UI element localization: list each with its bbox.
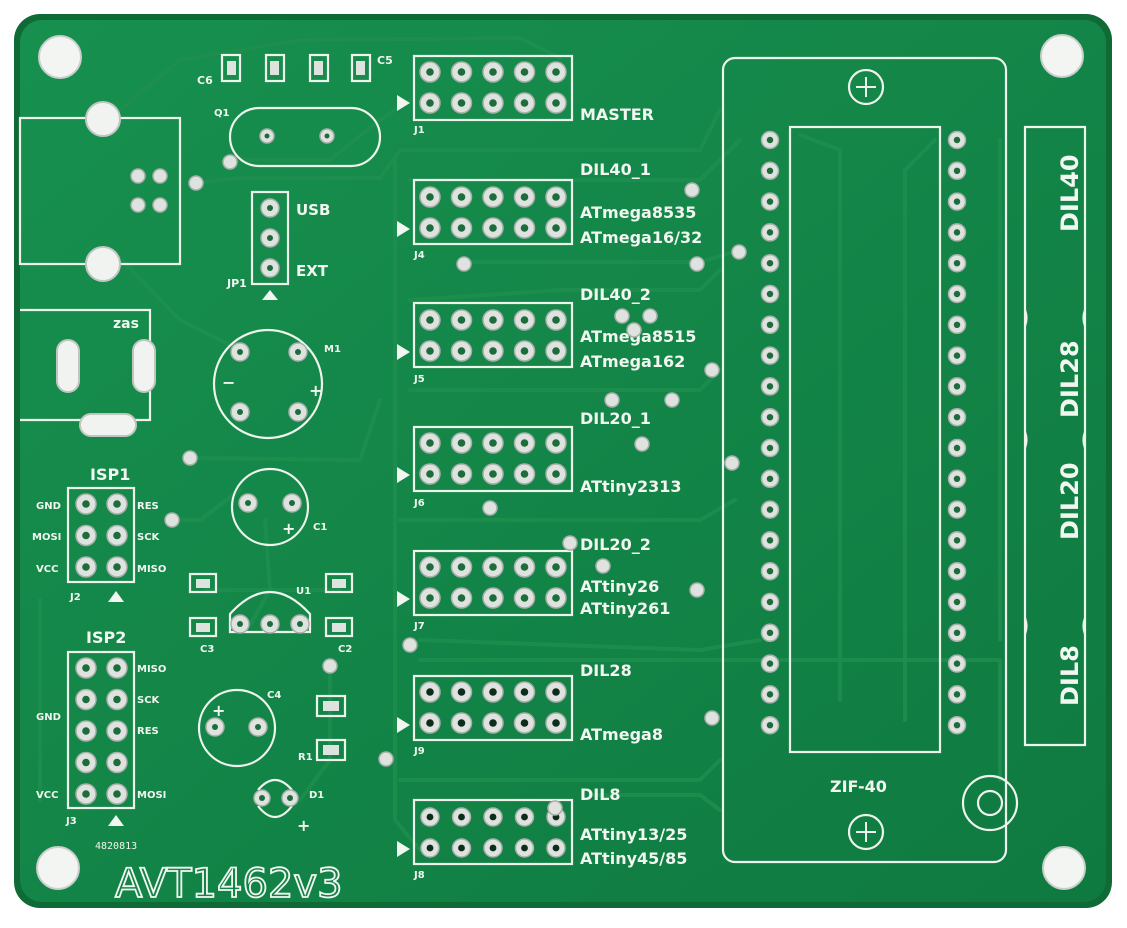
board-id: AVT1462v3 <box>115 861 343 907</box>
label-atmega8: ATmega8 <box>580 725 663 744</box>
diode-d1 <box>253 778 299 819</box>
header-j4 <box>397 178 574 246</box>
header-j1 <box>397 54 574 122</box>
rectifier-m1 <box>212 328 324 440</box>
label-master: MASTER <box>580 105 654 124</box>
side-label-dil28: DIL28 <box>1056 340 1084 418</box>
dil-size-guide <box>1023 125 1087 747</box>
label-c1-plus: + <box>282 519 295 538</box>
label-c5: C5 <box>377 54 393 67</box>
smd-capacitors-c5-c6 <box>220 53 372 83</box>
isp2-pin-right-sck: SCK <box>137 695 161 706</box>
header-j6 <box>397 425 574 493</box>
label-m1-minus: − <box>222 373 235 392</box>
label-c3: C3 <box>200 644 214 655</box>
label-j9: J9 <box>413 746 425 757</box>
isp2-pin-left-gnd: GND <box>36 712 61 723</box>
label-attiny2313: ATtiny2313 <box>580 477 682 496</box>
label-m1: M1 <box>324 344 341 355</box>
side-label-dil20: DIL20 <box>1056 462 1084 540</box>
capacitor-c1 <box>230 467 310 547</box>
header-isp2 <box>66 650 136 826</box>
label-j3: J3 <box>65 816 77 827</box>
label-j2: J2 <box>69 592 81 603</box>
label-u1: U1 <box>296 586 311 597</box>
label-dil20-1: DIL20_1 <box>580 409 651 428</box>
label-attiny45-85: ATtiny45/85 <box>580 849 687 868</box>
jumper-jp1 <box>250 190 290 300</box>
header-j9 <box>397 674 574 742</box>
label-c4-plus: + <box>212 701 225 720</box>
label-ext: EXT <box>296 262 329 280</box>
label-isp2: ISP2 <box>86 628 126 647</box>
isp2-pin-right-res: RES <box>137 726 159 737</box>
isp1-pin-right-sck: SCK <box>137 532 161 543</box>
label-attiny13-25: ATtiny13/25 <box>580 825 687 844</box>
label-c6: C6 <box>197 74 213 87</box>
smd-led-r1 <box>315 694 347 762</box>
label-jp1: JP1 <box>226 277 247 290</box>
power-jack <box>20 308 156 437</box>
label-q1: Q1 <box>214 108 230 119</box>
label-zas: zas <box>113 316 139 332</box>
isp2-pin-right-miso: MISO <box>137 664 166 675</box>
label-isp1: ISP1 <box>90 465 130 484</box>
label-attiny261: ATtiny261 <box>580 599 670 618</box>
label-m1-plus: + <box>309 381 322 400</box>
isp1-pin-left-gnd: GND <box>36 501 61 512</box>
label-atmega8535: ATmega8535 <box>580 203 696 222</box>
label-dil8: DIL8 <box>580 785 621 804</box>
isp1-pin-left-mosi: MOSI <box>32 532 61 543</box>
label-usb: USB <box>296 201 330 219</box>
copper-traces <box>38 36 1002 852</box>
label-j1: J1 <box>413 125 425 136</box>
label-c4: C4 <box>267 690 281 701</box>
label-zif40: ZIF-40 <box>830 777 887 796</box>
isp1-pin-right-miso: MISO <box>137 564 166 575</box>
regulator-u1 <box>228 591 312 634</box>
smd-c3 <box>188 572 218 638</box>
header-j5 <box>397 301 574 369</box>
isp1-pin-right-res: RES <box>137 501 159 512</box>
label-j4: J4 <box>413 250 425 261</box>
mounting-holes <box>36 34 1086 890</box>
capacitor-c4 <box>197 688 277 768</box>
smd-c2 <box>324 572 354 638</box>
label-c2: C2 <box>338 644 352 655</box>
side-label-dil40: DIL40 <box>1056 154 1084 232</box>
isp2-pin-left-vcc: VCC <box>36 790 58 801</box>
label-d1-plus: + <box>297 816 310 835</box>
isp1-pin-left-vcc: VCC <box>36 564 58 575</box>
label-r1: R1 <box>298 752 313 763</box>
label-attiny26: ATtiny26 <box>580 577 659 596</box>
header-j8 <box>397 798 574 866</box>
label-atmega16-32: ATmega16/32 <box>580 228 702 247</box>
label-d1: D1 <box>309 790 324 801</box>
label-j7: J7 <box>413 621 425 632</box>
label-j8: J8 <box>413 870 425 881</box>
label-c1: C1 <box>313 522 327 533</box>
label-j6: J6 <box>413 498 425 509</box>
label-dil20-2: DIL20_2 <box>580 535 651 554</box>
label-j5: J5 <box>413 374 425 385</box>
label-atmega162: ATmega162 <box>580 352 685 371</box>
header-j7 <box>397 549 574 617</box>
board-serial: 4820813 <box>95 841 137 852</box>
label-dil40-1: DIL40_1 <box>580 160 651 179</box>
isp2-pin-right-mosi: MOSI <box>137 790 166 801</box>
side-label-dil8: DIL8 <box>1056 645 1084 706</box>
zif40-socket <box>721 56 1019 864</box>
label-dil40-2: DIL40_2 <box>580 285 651 304</box>
label-dil28: DIL28 <box>580 661 632 680</box>
crystal-q1 <box>228 106 382 168</box>
usb-connector <box>18 101 182 282</box>
header-isp1 <box>66 486 136 602</box>
